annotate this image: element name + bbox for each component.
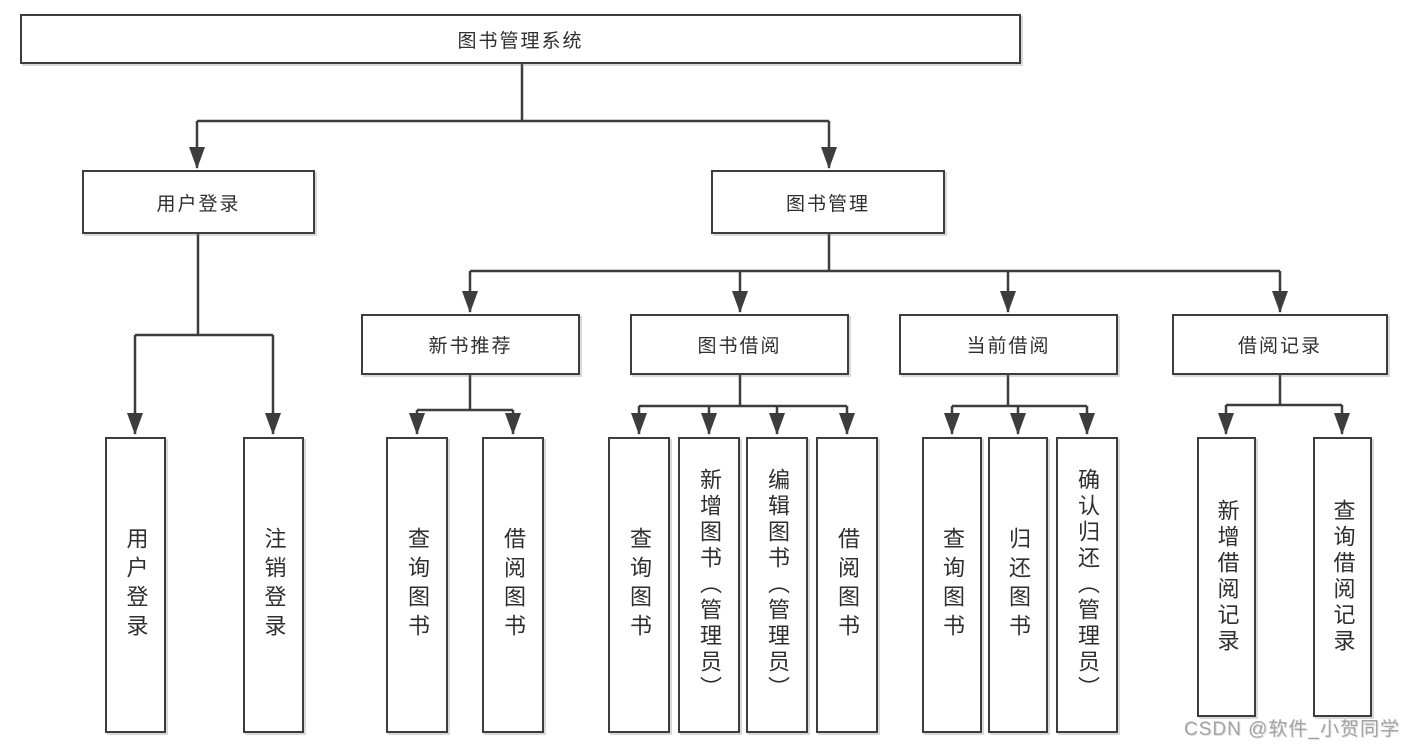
leaf-logout: 注销登录 xyxy=(243,437,304,733)
node-borrowing-records-label: 借阅记录 xyxy=(1237,336,1322,357)
leaf-return-books: 归还图书 xyxy=(988,437,1048,733)
node-book-management-label: 图书管理 xyxy=(785,193,870,215)
node-new-book-recommendation: 新书推荐 xyxy=(361,314,580,375)
node-book-borrowing-label: 图书借阅 xyxy=(697,336,782,357)
leaf-borrow-books-recommend: 借阅图书 xyxy=(482,437,544,733)
leaf-borrow-books: 借阅图书 xyxy=(816,437,878,733)
leaf-query-books-recommend: 查询图书 xyxy=(386,437,448,733)
root-node-library-management-system: 图书管理系统 xyxy=(20,14,1021,64)
node-user-login: 用户登录 xyxy=(82,170,315,234)
node-book-borrowing: 图书借阅 xyxy=(630,314,849,375)
leaf-add-borrow-record: 新增借阅记录 xyxy=(1197,437,1256,717)
csdn-watermark: CSDN @软件_小贺同学 xyxy=(1184,719,1400,740)
leaf-edit-books-admin: 编辑图书（管理员） xyxy=(746,437,808,733)
node-borrowing-records: 借阅记录 xyxy=(1172,314,1388,375)
node-book-management: 图书管理 xyxy=(711,170,945,234)
leaf-query-borrow-record: 查询借阅记录 xyxy=(1313,437,1372,717)
connector-line xyxy=(135,64,1342,412)
leaf-confirm-return-admin: 确认归还（管理员） xyxy=(1056,437,1118,733)
node-new-book-recommendation-label: 新书推荐 xyxy=(428,336,513,357)
leaf-query-books-borrowing: 查询图书 xyxy=(608,437,670,733)
node-current-borrowing-label: 当前借阅 xyxy=(966,336,1051,357)
leaf-add-books-admin: 新增图书（管理员） xyxy=(678,437,740,733)
root-node-label: 图书管理系统 xyxy=(457,30,584,52)
connector-arrows xyxy=(127,121,1350,435)
leaf-user-login: 用户登录 xyxy=(105,437,166,733)
node-current-borrowing: 当前借阅 xyxy=(899,314,1118,375)
leaf-query-books-current: 查询图书 xyxy=(922,437,982,733)
node-user-login-label: 用户登录 xyxy=(156,193,241,215)
